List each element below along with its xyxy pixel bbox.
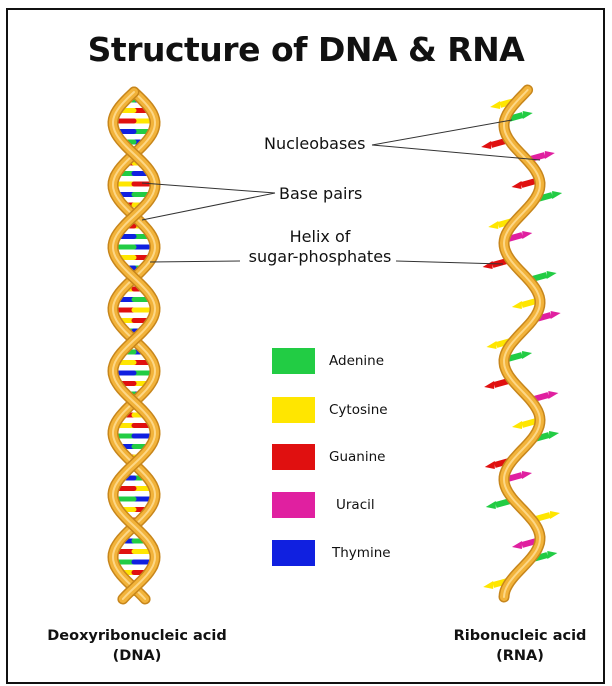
label-base-pairs: Base pairs bbox=[279, 184, 362, 203]
label-helix-line2: sugar-phosphates bbox=[236, 247, 404, 267]
rna-base-tip bbox=[512, 541, 522, 549]
leader-helix-dna bbox=[150, 261, 240, 262]
rna-base-tip bbox=[522, 471, 532, 479]
rna-base-tip bbox=[551, 311, 561, 319]
legend-label-uracil: Uracil bbox=[336, 497, 375, 513]
rna-base-tip bbox=[483, 261, 493, 269]
legend-label-cytosine: Cytosine bbox=[329, 402, 388, 418]
leader-base-pairs-2 bbox=[142, 193, 275, 220]
rna-base-tip bbox=[485, 461, 495, 469]
rna-single-helix bbox=[481, 90, 562, 597]
rna-base-tip bbox=[547, 271, 557, 279]
caption-rna-line1: Ribonucleic acid bbox=[430, 626, 610, 646]
caption-rna: Ribonucleic acid (RNA) bbox=[430, 626, 610, 666]
legend-label-guanine: Guanine bbox=[329, 449, 385, 465]
rna-base-tip bbox=[512, 181, 522, 189]
legend-swatch-guanine bbox=[272, 444, 315, 470]
rna-base-tip bbox=[486, 501, 496, 509]
rna-base-tip bbox=[545, 151, 555, 159]
rna-backbone bbox=[504, 90, 540, 597]
rna-base-tip bbox=[522, 231, 532, 239]
rna-base-tip bbox=[484, 381, 494, 389]
caption-dna-line2: (DNA) bbox=[22, 646, 252, 666]
caption-dna: Deoxyribonucleic acid (DNA) bbox=[22, 626, 252, 666]
leader-helix-rna bbox=[396, 261, 503, 264]
caption-rna-line2: (RNA) bbox=[430, 646, 610, 666]
caption-dna-line1: Deoxyribonucleic acid bbox=[22, 626, 252, 646]
legend-swatch-cytosine bbox=[272, 397, 315, 423]
legend-swatch-thymine bbox=[272, 540, 315, 566]
leader-base-pairs-1 bbox=[142, 183, 275, 193]
rna-base-tip bbox=[490, 101, 500, 109]
legend-swatch-uracil bbox=[272, 492, 315, 518]
rna-base-tip bbox=[547, 551, 557, 559]
label-helix: Helix of sugar-phosphates bbox=[236, 227, 404, 267]
legend-swatch-adenine bbox=[272, 348, 315, 374]
dna-double-helix bbox=[113, 92, 155, 599]
label-helix-line1: Helix of bbox=[236, 227, 404, 247]
rna-base-tip bbox=[522, 351, 532, 359]
legend-label-adenine: Adenine bbox=[329, 353, 384, 369]
rna-base-tip bbox=[512, 421, 522, 429]
rna-base-tip bbox=[552, 191, 562, 199]
legend-label-thymine: Thymine bbox=[332, 545, 391, 561]
rna-base-tip bbox=[483, 581, 493, 589]
rna-base-tip bbox=[481, 141, 491, 149]
rna-base-tip bbox=[488, 221, 498, 229]
rna-base-tip bbox=[523, 111, 533, 119]
rna-base-tip bbox=[548, 391, 558, 399]
rna-base-tip bbox=[549, 431, 559, 439]
rna-base-tip bbox=[486, 341, 496, 349]
rna-base-tip bbox=[512, 301, 522, 309]
rna-base-tip bbox=[550, 511, 560, 519]
label-nucleobases: Nucleobases bbox=[264, 134, 365, 153]
